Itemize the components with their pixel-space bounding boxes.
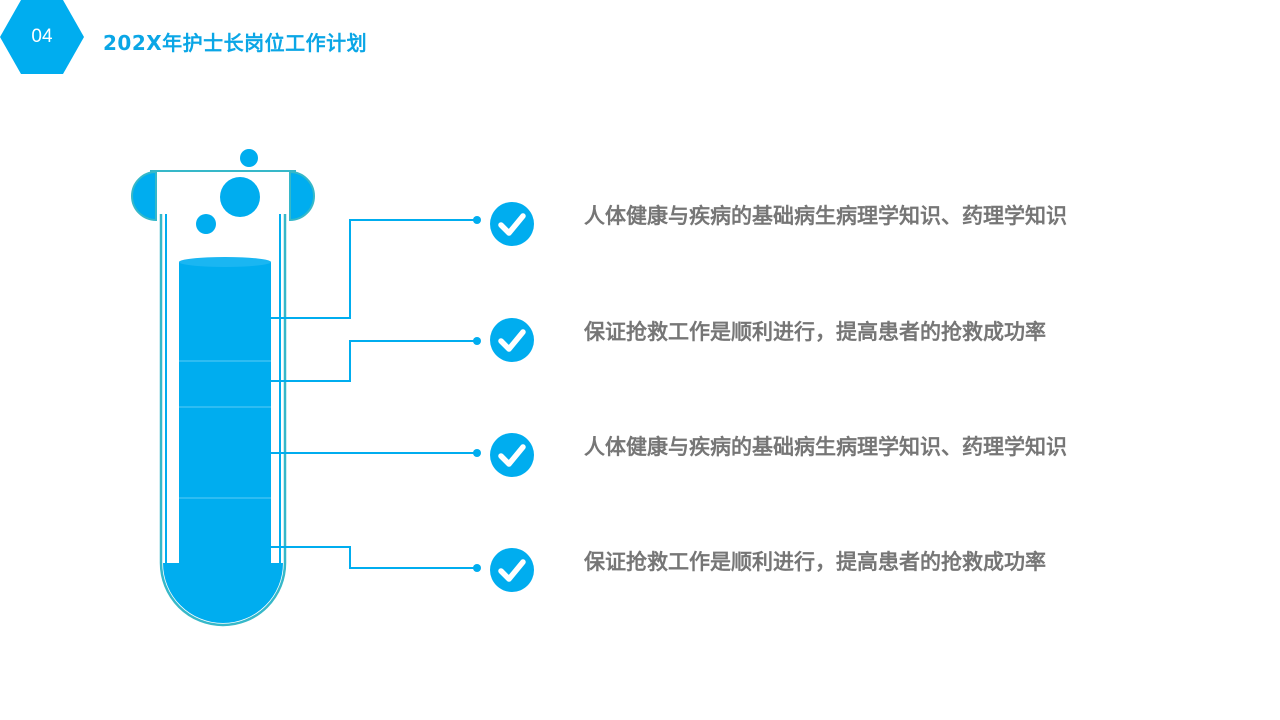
list-item-text-1: 人体健康与疾病的基础病生病理学知识、药理学知识 bbox=[584, 204, 1067, 228]
connector-dot-2 bbox=[473, 337, 481, 345]
connector-dot-1 bbox=[473, 216, 481, 224]
check-circle-icon bbox=[490, 318, 534, 362]
connector-line-4 bbox=[271, 546, 477, 569]
list-item-text-4: 保证抢救工作是顺利进行，提高患者的抢救成功率 bbox=[584, 550, 1046, 574]
tube-liquid bbox=[163, 262, 283, 623]
connector-line-2 bbox=[271, 340, 477, 382]
check-circle-icon bbox=[490, 433, 534, 477]
section-number: 04 bbox=[31, 26, 53, 47]
tube-rim-right bbox=[289, 170, 315, 222]
page-title: 202X年护士长岗位工作计划 bbox=[103, 31, 368, 55]
list-item-text-3: 人体健康与疾病的基础病生病理学知识、药理学知识 bbox=[584, 435, 1067, 459]
check-circle-icon bbox=[490, 548, 534, 592]
tube-outline bbox=[159, 214, 287, 627]
check-circle-icon bbox=[490, 202, 534, 246]
section-number-badge: 04 bbox=[0, 0, 84, 74]
connector-dot-4 bbox=[473, 564, 481, 572]
tube-rim-left bbox=[131, 170, 157, 222]
connector-dot-3 bbox=[473, 449, 481, 457]
connector-line-1 bbox=[271, 219, 477, 319]
list-item-text-2: 保证抢救工作是顺利进行，提高患者的抢救成功率 bbox=[584, 320, 1046, 344]
bubble-large bbox=[220, 177, 260, 217]
bubble-small-top bbox=[240, 149, 258, 167]
hexagon-shape bbox=[0, 0, 84, 74]
liquid-surface bbox=[179, 257, 271, 267]
bubble-small-left bbox=[196, 214, 216, 234]
